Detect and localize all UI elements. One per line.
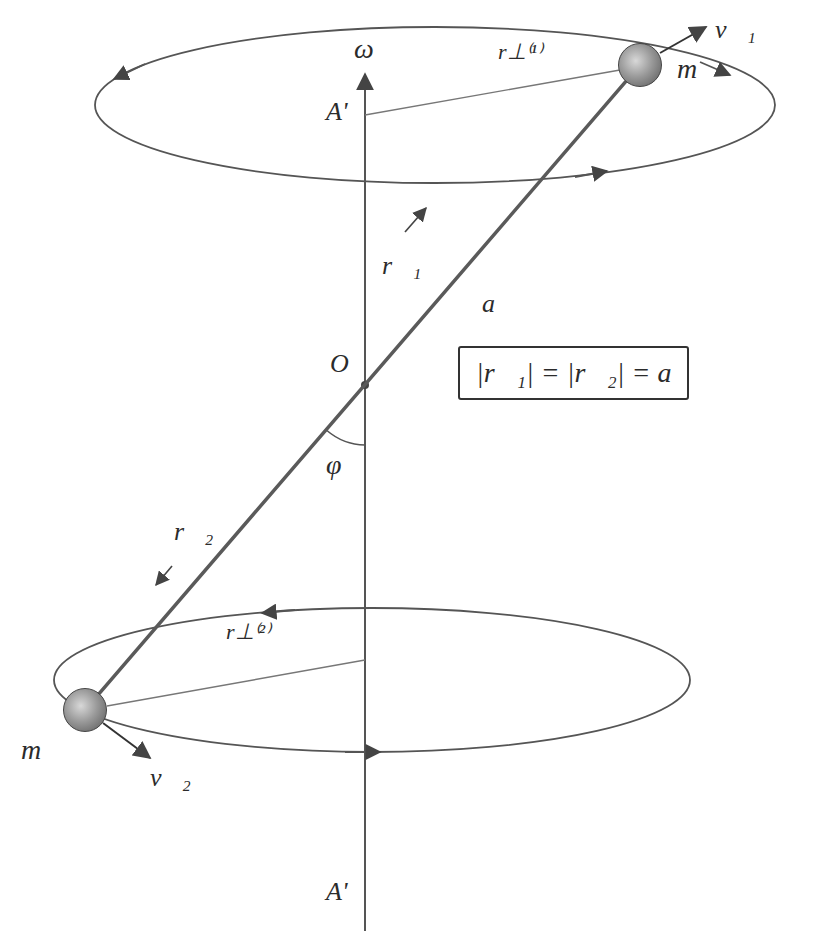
perpendicular-radius <box>365 70 620 115</box>
angular-velocity-label: ω <box>354 34 374 65</box>
angle-arc <box>327 431 365 446</box>
unit-arrow <box>156 566 172 585</box>
direction-arrow <box>114 64 145 79</box>
axis-label: A' <box>326 878 347 907</box>
velocity-label: v⃗₁ <box>715 16 756 45</box>
velocity-label: v⃗₂ <box>150 764 191 793</box>
unit-arrow <box>405 208 426 232</box>
direction-arrow <box>262 610 295 613</box>
mass-label: m <box>21 735 41 766</box>
perpendicular-radius-label: r⊥⁽²⁾ <box>226 620 270 644</box>
velocity-vector <box>660 27 706 53</box>
pivot-label: O <box>330 350 349 379</box>
orbit-ellipse <box>54 608 690 752</box>
direction-arrow <box>700 62 730 75</box>
position-vector-label: r⃗₂ <box>174 518 213 547</box>
equation-text: |r⃗₁| = |r⃗₂| = a <box>476 357 671 388</box>
perpendicular-radius-label: r⊥⁽¹⁾ <box>498 40 542 64</box>
velocity-vector <box>103 723 150 758</box>
rotation-axis <box>364 74 366 931</box>
point-mass: m <box>618 43 662 87</box>
position-vector-label: r⃗₁ <box>382 252 421 281</box>
length-label: a <box>482 290 495 319</box>
orbit-ellipse <box>95 27 775 183</box>
equation-box: |r⃗₁| = |r⃗₂| = a <box>458 346 689 400</box>
direction-arrow <box>345 751 380 753</box>
axis-label: A' <box>326 98 347 127</box>
point-mass: m <box>63 688 107 732</box>
mass-label: m <box>677 54 697 85</box>
perpendicular-radius <box>107 660 365 706</box>
direction-arrow <box>575 171 607 177</box>
angle-label: φ <box>326 450 342 481</box>
